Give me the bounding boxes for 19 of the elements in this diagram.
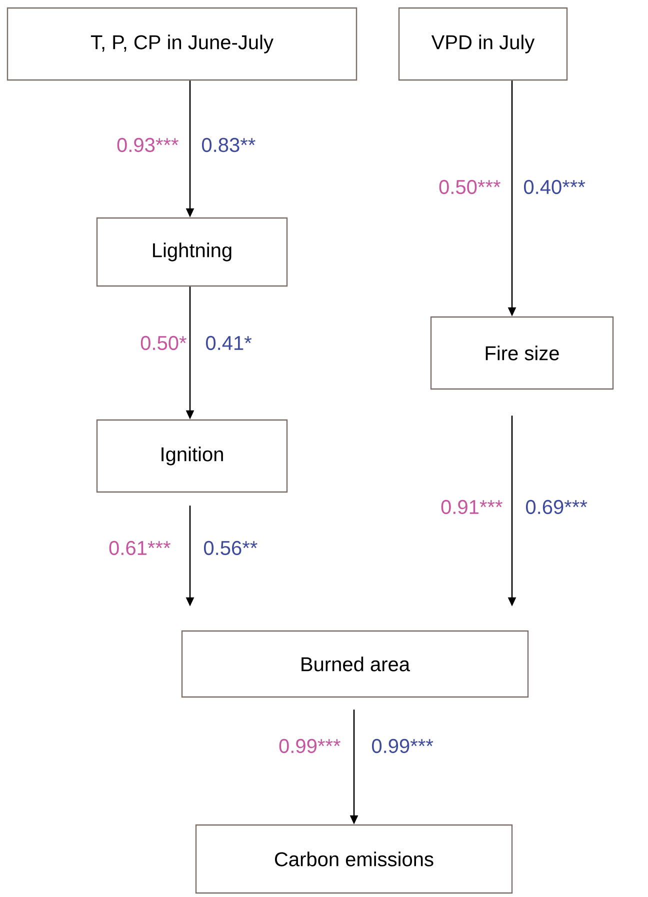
coefficient-label: 0.69*** xyxy=(526,500,588,514)
coefficient-label: 0.50*** xyxy=(439,180,500,194)
coefficient-label: 0.91*** xyxy=(441,500,502,514)
box: T, P, CP in June-July xyxy=(6,7,358,81)
box: Lightning xyxy=(96,217,288,287)
box: Carbon emissions xyxy=(195,824,513,894)
box: VPD in July xyxy=(398,7,568,81)
coefficient-label: 0.56** xyxy=(204,540,258,556)
box: Ignition xyxy=(96,419,288,493)
coefficient-label: 0.93*** xyxy=(117,138,178,152)
coefficient-label: 0.50* xyxy=(140,336,186,350)
box: Burned area xyxy=(181,630,529,698)
coefficient-label: 0.61*** xyxy=(109,540,170,556)
coefficient-label: 0.41* xyxy=(206,336,252,350)
coefficient-label: 0.99*** xyxy=(279,738,340,754)
coefficient-label: 0.99*** xyxy=(372,738,434,754)
box: Fire size xyxy=(430,316,614,390)
coefficient-label: 0.40*** xyxy=(524,180,586,194)
coefficient-label: 0.83** xyxy=(202,138,256,152)
